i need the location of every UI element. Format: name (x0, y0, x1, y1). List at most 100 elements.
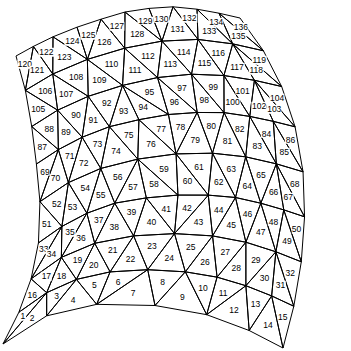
element-number: 110 (104, 60, 119, 69)
element-number: 107 (59, 89, 74, 98)
element-number: 45 (226, 221, 236, 230)
element-number: 94 (138, 102, 148, 111)
element-number: 46 (242, 210, 252, 219)
mesh-triangle (123, 48, 158, 85)
mesh-triangle (173, 7, 198, 40)
mesh-triangle (138, 154, 178, 195)
element-number: 8 (160, 278, 166, 287)
mesh-triangle (19, 279, 47, 312)
mesh-triangle (219, 13, 263, 51)
element-number: 89 (61, 128, 71, 137)
element-number: 38 (109, 223, 119, 232)
mesh-triangle (148, 270, 186, 306)
mesh-triangle (197, 112, 224, 153)
mesh-triangle (76, 272, 110, 304)
element-number: 124 (65, 37, 80, 46)
mesh-triangle (249, 296, 283, 348)
element-number: 115 (197, 59, 212, 68)
element-number: 79 (190, 136, 200, 145)
element-number: 111 (128, 66, 142, 75)
element-number: 100 (225, 97, 240, 106)
element-number: 14 (263, 321, 273, 330)
element-number: 63 (226, 165, 236, 174)
element-number: 99 (208, 83, 218, 92)
element-number: 116 (211, 49, 226, 58)
element-number: 11 (218, 288, 228, 297)
mesh-triangle (192, 39, 224, 75)
element-number: 41 (161, 205, 171, 214)
element-number: 36 (76, 234, 86, 243)
mesh-triangle (125, 8, 162, 41)
element-number: 114 (177, 47, 192, 56)
mesh-triangle (207, 277, 246, 315)
mesh-triangle (246, 252, 276, 296)
mesh-triangle (212, 113, 245, 157)
element-number: 5 (92, 281, 98, 290)
element-number: 84 (261, 130, 271, 139)
element-number: 123 (57, 52, 72, 61)
element-number: 23 (147, 242, 157, 251)
element-number: 24 (164, 254, 174, 263)
element-number: 76 (146, 140, 156, 149)
mesh-triangle (158, 41, 192, 77)
element-number: 62 (214, 178, 224, 187)
element-number: 69 (40, 168, 50, 177)
mesh-triangle (109, 85, 139, 126)
element-number: 97 (177, 84, 187, 93)
element-number: 131 (170, 25, 185, 34)
mesh-triangle (213, 236, 246, 277)
element-number: 34 (46, 250, 56, 259)
mesh-triangle (58, 96, 89, 137)
element-number: 57 (128, 182, 138, 191)
mesh-triangle (273, 121, 303, 171)
element-number: 121 (30, 66, 45, 75)
mesh-triangle (272, 296, 294, 348)
element-number: 67 (283, 193, 293, 202)
element-number: 132 (182, 14, 197, 23)
mesh-triangle (284, 210, 305, 262)
element-number: 135 (231, 32, 246, 41)
element-number: 86 (285, 136, 295, 145)
element-number: 31 (275, 280, 285, 289)
mesh-triangle (198, 39, 233, 75)
element-number: 54 (80, 184, 90, 193)
mesh-triangle (192, 74, 225, 112)
element-number: 4 (70, 296, 76, 305)
mesh-triangle (276, 210, 301, 262)
element-number: 102 (252, 102, 267, 111)
element-number: 29 (251, 256, 261, 265)
mesh-triangle (97, 270, 155, 306)
element-number: 96 (169, 97, 179, 106)
element-number: 109 (92, 76, 107, 85)
element-number: 125 (81, 31, 96, 40)
mesh-triangle (146, 195, 178, 234)
element-number: 68 (289, 180, 299, 189)
mesh-triangle (162, 7, 198, 41)
element-number: 64 (242, 182, 252, 191)
element-number: 16 (27, 290, 37, 299)
element-number: 18 (56, 272, 66, 281)
element-number: 87 (37, 142, 47, 151)
element-number: 44 (214, 205, 224, 214)
element-number: 2 (29, 313, 35, 322)
element-number: 32 (285, 269, 295, 278)
element-number: 7 (130, 289, 136, 298)
mesh-triangle (58, 110, 83, 149)
element-number: 39 (126, 208, 136, 217)
mesh-triangle (207, 286, 250, 331)
mesh-triangle (101, 159, 138, 203)
mesh-triangle (192, 74, 225, 112)
element-number: 53 (67, 203, 77, 212)
mesh-triangle (25, 90, 57, 126)
element-number: 59 (159, 165, 169, 174)
mesh-triangle (197, 9, 233, 44)
mesh-triangle (276, 164, 304, 217)
element-number: 85 (279, 148, 289, 157)
element-number: 91 (88, 116, 98, 125)
element-number: 28 (231, 264, 241, 273)
element-number: 133 (202, 27, 217, 36)
mesh-triangle (197, 9, 233, 44)
element-number: 52 (52, 199, 62, 208)
